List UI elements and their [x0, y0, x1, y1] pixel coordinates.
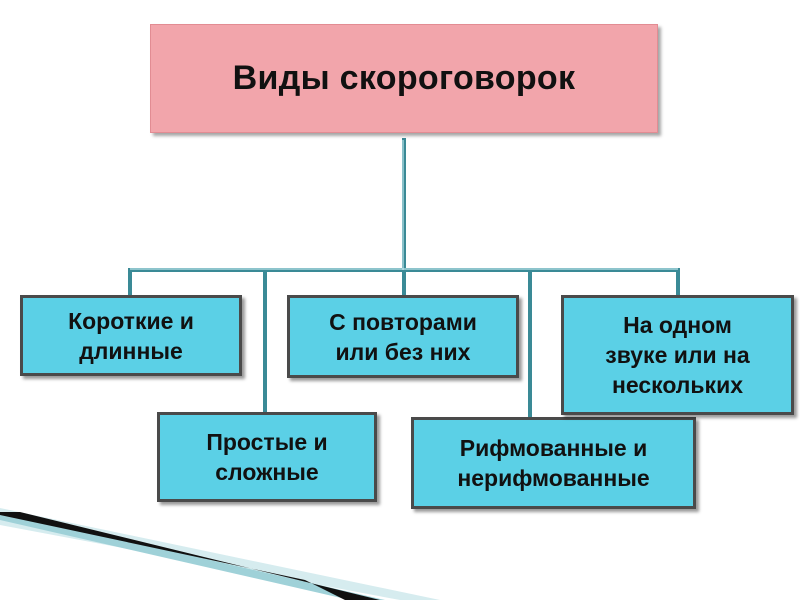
node-simple-complex: Простые и сложные: [157, 412, 377, 502]
node-rhymed: Рифмованные и нерифмованные: [411, 417, 696, 509]
node-label: На одном звуке или на нескольких: [605, 312, 750, 398]
node-label: Рифмованные и нерифмованные: [457, 435, 650, 491]
node-label: Короткие и длинные: [68, 307, 194, 364]
decor-stripe-dark: [0, 512, 380, 600]
decor-stripe-light: [0, 508, 440, 600]
node-sounds: На одном звуке или на нескольких: [561, 295, 794, 415]
node-label: С повторами или без них: [329, 308, 477, 365]
diagram-title-box: Виды скороговорок: [150, 24, 658, 133]
node-repeats: С повторами или без них: [287, 295, 519, 378]
node-short-long: Короткие и длинные: [20, 295, 242, 376]
diagram-title: Виды скороговорок: [232, 59, 576, 97]
node-label: Простые и сложные: [206, 429, 328, 485]
